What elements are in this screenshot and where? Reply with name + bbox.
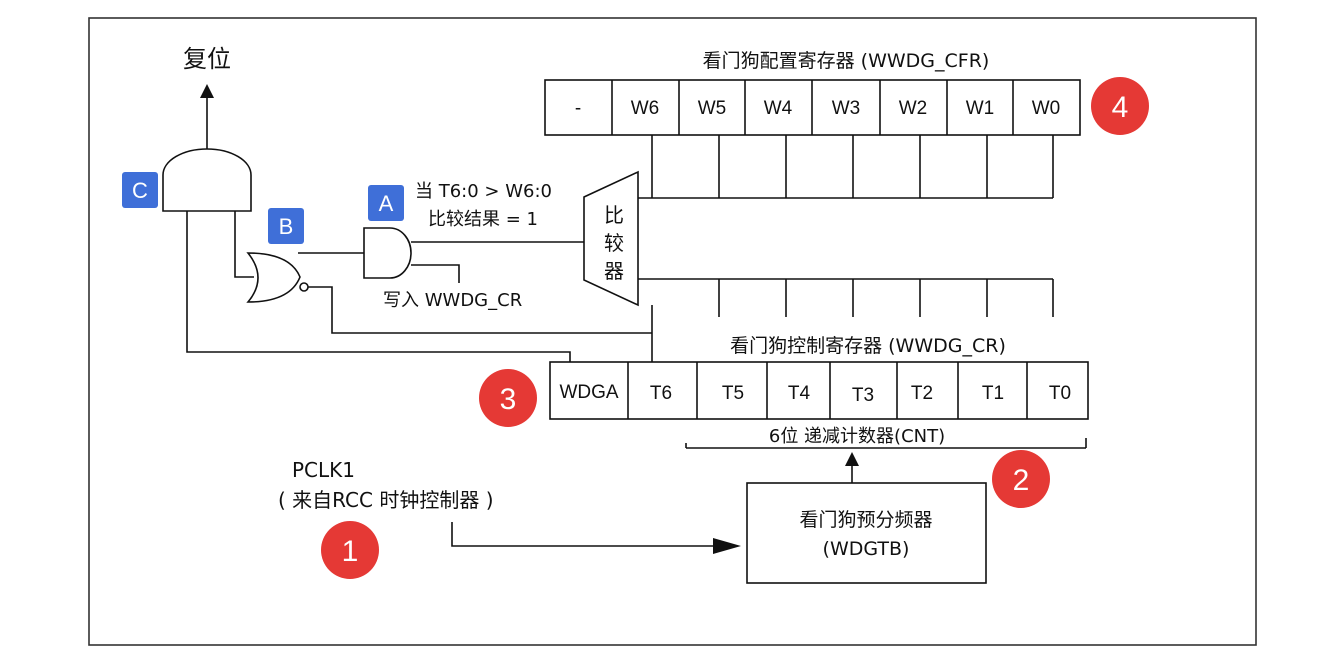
and-gate-c [162,148,252,212]
cfr-bit: - [575,98,581,119]
pclk-source-label: ( 来自RCC 时钟控制器 ) [278,488,494,512]
cr-bit: T3 [852,385,874,406]
svg-text:2: 2 [1013,464,1030,497]
cfr-bit: W5 [698,98,727,119]
prescaler-label: 看门狗预分频器 [799,509,932,531]
svg-text:4: 4 [1112,91,1129,124]
cr-bit: T5 [722,383,744,404]
outer-frame [88,17,1257,646]
or-gate-b [246,252,309,303]
counter-brace [685,438,1087,449]
svg-text:C: C [132,178,148,203]
cr-bit: T2 [911,383,933,404]
counter-label: 6位 递减计数器(CNT) [769,426,945,447]
cr-bit: WDGA [559,382,618,403]
cfr-title: 看门狗配置寄存器 (WWDG_CFR) [703,50,990,72]
cfr-bit: W0 [1032,98,1061,119]
marker-4: 4 [1091,77,1149,135]
svg-text:B: B [279,214,294,239]
cr-bit: T6 [650,383,672,404]
reset-label: 复位 [183,45,231,73]
marker-1: 1 [321,521,379,579]
cr-bit: T0 [1049,383,1071,404]
cfr-bit: W6 [631,98,660,119]
svg-text:比: 比 [604,203,624,227]
cfr-bit: W2 [899,98,928,119]
tag-c: C [122,172,158,208]
cr-register: WDGA T6 T5 T4 T3 T2 T1 T0 [549,361,1089,420]
tag-b: B [268,208,304,244]
and-gate-a [363,227,412,279]
svg-text:1: 1 [342,535,359,568]
write-cr-label: 写入 WWDG_CR [383,290,522,311]
cfr-bit: W3 [832,98,861,119]
cfr-bus [638,135,1054,199]
cr-bit: T4 [788,383,811,404]
comparator: 比 较 器 [583,170,639,307]
cfr-register: - W6 W5 W4 W3 W2 W1 W0 [544,79,1081,136]
marker-2: 2 [992,450,1050,508]
svg-text:较: 较 [604,231,624,255]
prescaler-sublabel: (WDGTB) [823,538,910,560]
marker-3: 3 [479,369,537,427]
svg-text:3: 3 [500,383,517,416]
condition-text: 当 T6:0 > W6:0 [415,181,552,202]
prescaler-box [746,482,987,584]
cr-title: 看门狗控制寄存器 (WWDG_CR) [730,335,1006,357]
svg-text:器: 器 [604,259,624,283]
tag-a: A [368,185,404,221]
condition-result: 比较结果 = 1 [428,209,538,230]
svg-text:A: A [379,191,394,216]
cfr-bit: W4 [764,98,793,119]
cr-bit: T1 [982,383,1004,404]
pclk-label: PCLK1 [292,458,355,482]
cfr-bit: W1 [966,98,995,119]
